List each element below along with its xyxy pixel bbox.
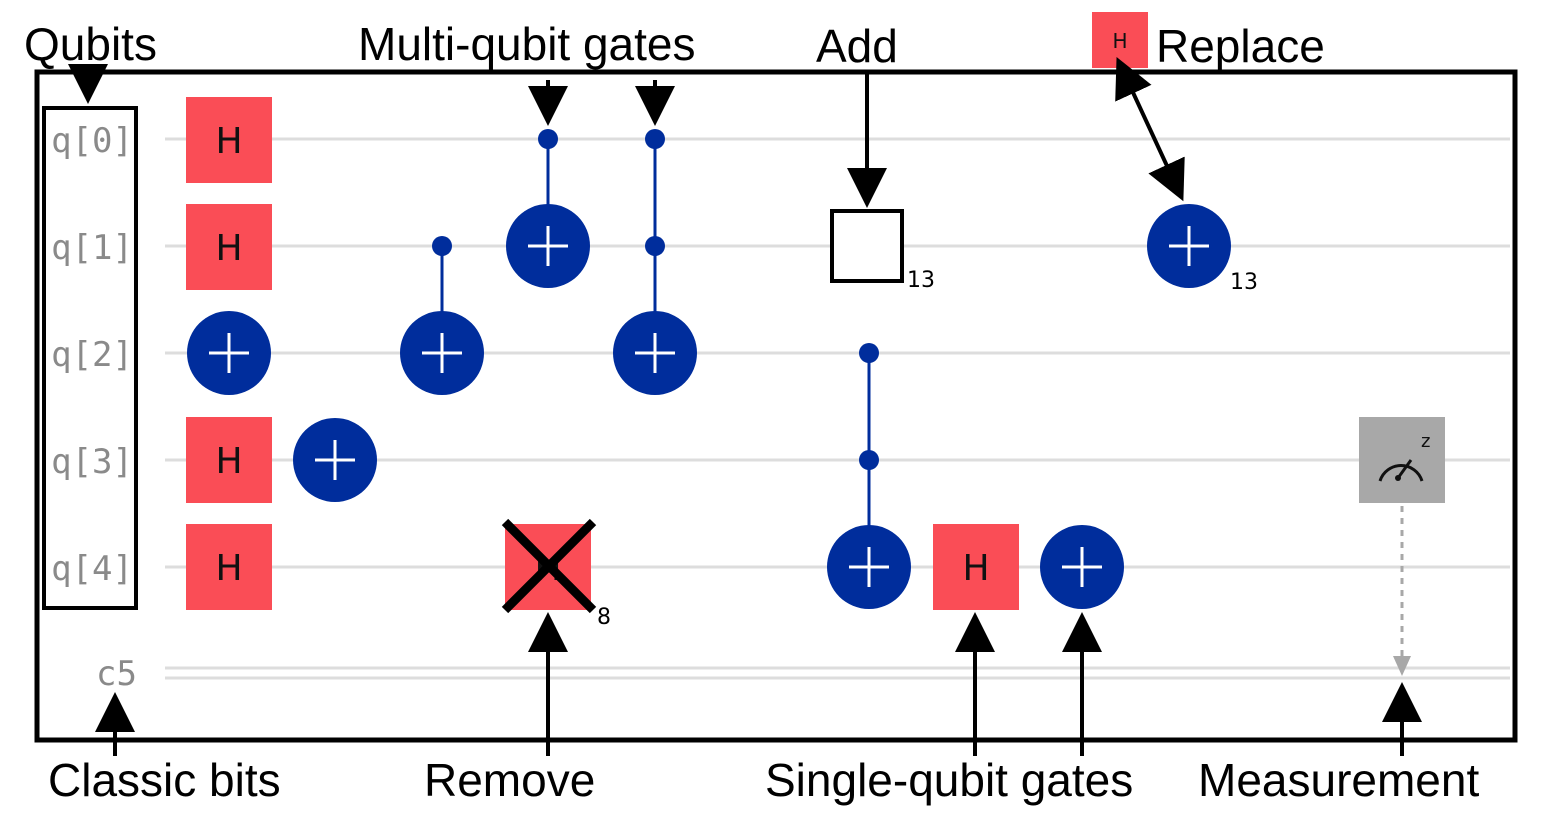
svg-text:H: H xyxy=(215,441,242,482)
qubit-wires xyxy=(165,137,1510,569)
qubit-label-q3: q[3] xyxy=(51,442,133,482)
measure-basis: z xyxy=(1421,431,1430,452)
measurement-annotation: Measurement xyxy=(1198,754,1479,806)
remove-annotation: Remove xyxy=(424,754,595,806)
control-dot xyxy=(645,236,665,256)
qubit-label-q2: q[2] xyxy=(51,335,133,375)
replace-legend-h-label: H xyxy=(1112,29,1127,53)
single-qubit-gates-annotation: Single-qubit gates xyxy=(765,754,1133,806)
h-gate[interactable]: H xyxy=(186,204,272,290)
add-gate-placeholder[interactable] xyxy=(830,209,904,283)
measurement-gate[interactable]: z xyxy=(1359,417,1445,503)
classical-label-c5: c5 xyxy=(96,654,137,694)
cnot-gate[interactable] xyxy=(400,236,484,395)
x-gate[interactable] xyxy=(1040,525,1124,609)
control-dot xyxy=(538,129,558,149)
h-gate[interactable]: H xyxy=(186,417,272,503)
circuit-frame xyxy=(34,69,1518,743)
qubits-highlight-box xyxy=(42,106,138,610)
svg-text:H: H xyxy=(215,121,242,162)
svg-text:H: H xyxy=(215,548,242,589)
control-dot xyxy=(432,236,452,256)
control-dot xyxy=(859,343,879,363)
add-annotation: Add xyxy=(816,20,898,72)
removed-h-gate[interactable]: H xyxy=(501,518,597,614)
replaced-x-gate[interactable] xyxy=(1147,204,1231,288)
svg-text:H: H xyxy=(215,228,242,269)
cnot-target[interactable] xyxy=(187,311,271,395)
toffoli-gate[interactable] xyxy=(827,343,911,609)
multi-qubit-gates-annotation: Multi-qubit gates xyxy=(358,18,696,70)
qubit-label-q4: q[4] xyxy=(51,549,133,589)
measurement-link-arrowhead xyxy=(1393,656,1411,676)
remove-index: 8 xyxy=(597,605,611,630)
qubit-label-q0: q[0] xyxy=(51,121,133,161)
h-gate[interactable]: H xyxy=(933,524,1019,610)
qubit-label-q1: q[1] xyxy=(51,228,133,268)
qubits-annotation: Qubits xyxy=(24,18,157,70)
toffoli-gate[interactable] xyxy=(613,129,697,395)
control-dot xyxy=(645,129,665,149)
svg-text:H: H xyxy=(962,548,989,589)
replace-annotation: Replace xyxy=(1156,20,1325,72)
cnot-gate[interactable] xyxy=(506,129,590,288)
replace-index: 13 xyxy=(1230,270,1258,295)
add-index: 13 xyxy=(907,268,935,293)
x-gate[interactable] xyxy=(293,418,377,502)
classic-bits-annotation: Classic bits xyxy=(48,754,281,806)
replace-arrow xyxy=(1115,56,1185,202)
h-gate[interactable]: H xyxy=(186,97,272,183)
meter-icon xyxy=(1378,464,1424,482)
annotation-arrows xyxy=(68,56,1422,756)
h-gate[interactable]: H xyxy=(186,524,272,610)
classical-wire xyxy=(165,666,1510,680)
control-dot xyxy=(859,450,879,470)
